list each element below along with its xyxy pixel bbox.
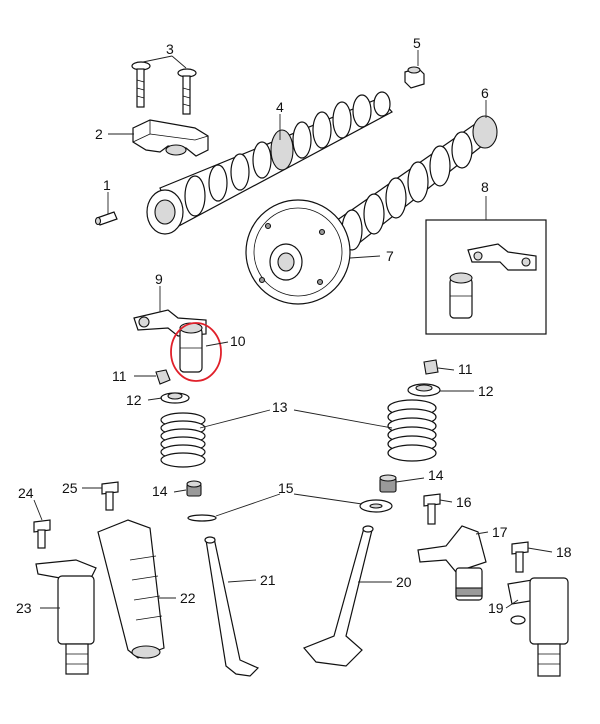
spring-retainer-part-12-right: [407, 383, 441, 397]
callout-7: 7: [386, 248, 394, 264]
valve-spring-part-13-right: [387, 399, 437, 462]
callout-17: 17: [492, 524, 508, 540]
callout-22: 22: [180, 590, 196, 606]
bolt-part-18: [511, 541, 529, 573]
bolt-part-16: [423, 493, 441, 525]
bolt-part-3-right: [177, 68, 197, 115]
camshaft-part-4: [146, 91, 393, 235]
callout-6: 6: [481, 85, 489, 101]
inset-box-part-8: [425, 219, 547, 335]
callout-5: 5: [413, 35, 421, 51]
callout-2: 2: [95, 126, 103, 142]
callout-9: 9: [155, 271, 163, 287]
callout-labels: 3 2 4 5 6 7 8 1 9 10 11 11 12 12 13 14 1…: [16, 35, 572, 616]
stem-seal-part-14-right: [379, 474, 397, 493]
bolt-part-3-left: [131, 61, 151, 108]
callout-16: 16: [456, 494, 472, 510]
dowel-pin-part-1: [94, 211, 118, 226]
callout-23: 23: [16, 600, 32, 616]
callout-12-left: 12: [126, 392, 142, 408]
washer-part-15-left: [187, 514, 217, 522]
fitting-part-5: [404, 66, 425, 89]
callout-15: 15: [278, 480, 294, 496]
callout-1: 1: [103, 177, 111, 193]
callout-19: 19: [488, 600, 504, 616]
valve-keeper-part-11-right: [423, 359, 439, 375]
bearing-cap-part-2: [132, 119, 209, 157]
highlight-circle-part-10: [170, 322, 222, 382]
solenoid-part-19: [507, 577, 569, 677]
callout-25: 25: [62, 480, 78, 496]
bolt-part-24: [33, 519, 51, 549]
valve-keeper-part-11-left: [155, 369, 171, 385]
callout-4: 4: [276, 99, 284, 115]
spring-retainer-part-12-left: [160, 392, 190, 404]
callout-14-left: 14: [152, 483, 168, 499]
callout-11-left: 11: [112, 368, 127, 384]
callout-21: 21: [260, 572, 276, 588]
solenoid-part-23: [35, 559, 97, 675]
lifter-part-10: [170, 322, 222, 382]
callout-20: 20: [396, 574, 412, 590]
callout-13: 13: [272, 399, 288, 415]
callout-8: 8: [481, 179, 489, 195]
cam-phaser-part-7: [245, 199, 351, 305]
callout-10: 10: [230, 333, 246, 349]
intake-valve-part-21: [204, 536, 260, 677]
camshaft-part-6: [319, 115, 498, 263]
callout-11-right: 11: [458, 361, 473, 377]
callout-18: 18: [556, 544, 572, 560]
housing-part-17: [417, 525, 487, 601]
stem-seal-part-14-left: [186, 480, 202, 497]
washer-part-15-right: [359, 499, 393, 513]
exhaust-valve-part-20: [302, 525, 374, 667]
valve-spring-part-13-left: [160, 412, 206, 468]
callout-3: 3: [166, 41, 174, 57]
callout-24: 24: [18, 485, 34, 501]
leader-lines: [33, 50, 553, 609]
callout-12-right: 12: [478, 383, 494, 399]
housing-part-22: [97, 519, 165, 659]
bolt-part-25: [101, 481, 119, 511]
callout-14-right: 14: [428, 467, 444, 483]
